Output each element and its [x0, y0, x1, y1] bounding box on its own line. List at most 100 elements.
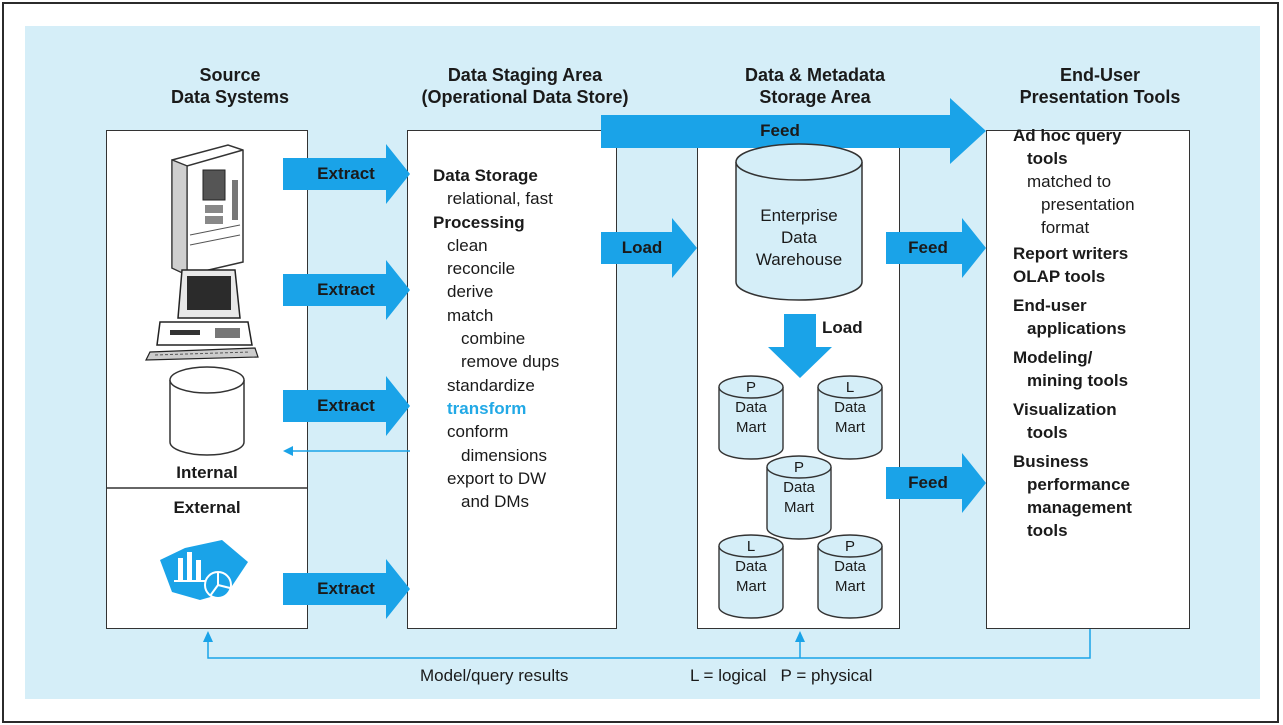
data-mart-line2: Mart [835, 578, 865, 595]
staging-item: standardize [447, 375, 535, 395]
desktop-computer-icon [145, 269, 259, 361]
data-mart-label-4: L Data Mart [719, 537, 783, 597]
tool-item: Business [1013, 452, 1089, 471]
staging-item: reconcile [447, 259, 516, 279]
feed-arrow-2 [886, 453, 986, 513]
data-mart-3 [766, 455, 832, 540]
presentation-tools-box [986, 130, 1190, 629]
tool-item: performance [1027, 475, 1130, 494]
staging-item: export to DW [447, 468, 547, 488]
tool-item: format [1041, 218, 1090, 237]
feed-arrow-top [601, 98, 986, 164]
header-source-line1: Source [199, 65, 261, 85]
warehouse-label-line3: Warehouse [755, 250, 843, 269]
data-mart-label-3: P Data Mart [767, 458, 831, 518]
model-query-results-label: Model/query results [420, 666, 569, 685]
extract-label-2: Extract [317, 280, 375, 299]
tool-item: management [1027, 498, 1132, 517]
internal-label: Internal [176, 463, 238, 482]
load-arrow-1 [601, 218, 697, 278]
header-staging: Data Staging Area (Operational Data Stor… [395, 64, 655, 108]
extract-label-4: Extract [317, 579, 375, 598]
tool-item: applications [1027, 319, 1127, 338]
tool-item: matched to [1027, 172, 1112, 191]
header-source: Source Data Systems [120, 64, 340, 108]
extract-label-1: Extract [317, 164, 375, 183]
tool-item: presentation [1041, 195, 1135, 214]
external-label: External [173, 498, 241, 517]
header-source-line2: Data Systems [170, 87, 290, 107]
extract-label-3: Extract [317, 396, 375, 415]
data-mart-line1: Data [783, 479, 815, 496]
data-mart-line1: Data [735, 399, 767, 416]
data-mart-line2: Mart [835, 419, 865, 436]
staging-item: remove dups [461, 352, 560, 372]
feedback-arrowhead-storage [795, 631, 805, 642]
header-storage: Data & Metadata Storage Area [690, 64, 940, 108]
load-arrow-down [768, 314, 832, 378]
header-presentation-line1: End-User [1059, 65, 1140, 85]
data-mart-tag: L [746, 538, 756, 555]
tool-item: Visualization [1013, 400, 1117, 419]
load-label-down: Load [822, 318, 863, 337]
warehouse-label-line2: Data [781, 228, 817, 247]
tool-item: Report writers [1013, 244, 1129, 263]
feed-label-2: Feed [908, 473, 948, 492]
feedback-arrowhead-source [203, 631, 213, 642]
internal-database-icon [169, 366, 245, 456]
data-mart-cylinders [718, 375, 883, 619]
tool-item: tools [1027, 423, 1068, 442]
extract-arrow-4 [283, 559, 410, 619]
server-icon [171, 144, 244, 276]
header-staging-line1: Data Staging Area [447, 65, 603, 85]
feed-label-top: Feed [760, 121, 800, 140]
extract-arrow-3 [283, 376, 410, 436]
tool-item: tools [1027, 149, 1068, 168]
tool-item: tools [1027, 521, 1068, 540]
data-mart-1 [718, 375, 784, 460]
data-mart-line1: Data [834, 399, 866, 416]
tool-item: OLAP tools [1013, 267, 1106, 286]
staging-item: match [447, 305, 494, 325]
data-mart-tag: P [844, 538, 855, 555]
warehouse-label: Enterprise Data Warehouse [737, 205, 861, 271]
tool-item: End-user [1013, 296, 1087, 315]
staging-item: Processing [433, 212, 525, 232]
data-mart-label-2: L Data Mart [818, 378, 882, 438]
external-data-icon [160, 540, 248, 600]
staging-area-box [407, 130, 617, 629]
data-mart-line1: Data [834, 558, 866, 575]
staging-item: transform [447, 398, 527, 418]
data-mart-tag: P [745, 379, 756, 396]
data-mart-4 [718, 534, 784, 619]
data-mart-label-1: P Data Mart [719, 378, 783, 438]
staging-item: Data Storage [433, 166, 538, 185]
data-mart-line2: Mart [784, 499, 814, 516]
staging-item: conform [447, 422, 509, 442]
data-mart-2 [817, 375, 883, 460]
tool-item: Modeling/ [1013, 348, 1093, 367]
legend-label: L = logical P = physical [690, 666, 873, 685]
header-presentation: End-User Presentation Tools [985, 64, 1215, 108]
staging-item: clean [447, 235, 488, 255]
data-mart-line1: Data [735, 558, 767, 575]
presentation-tools-list: Ad hoc query tools matched to presentation f… [1013, 124, 1135, 542]
extract-arrow-1 [283, 144, 410, 204]
data-mart-line2: Mart [736, 578, 766, 595]
tool-item: Ad hoc query [1013, 126, 1122, 145]
header-presentation-line2: Presentation Tools [1019, 87, 1181, 107]
staging-item: combine [461, 329, 526, 349]
data-mart-tag: P [793, 459, 804, 476]
extract-arrow-2 [283, 260, 410, 320]
model-query-feedback-lines [207, 629, 1091, 659]
data-mart-tag: L [845, 379, 855, 396]
staging-item: and DMs [461, 492, 530, 512]
staging-item: dimensions [461, 445, 547, 465]
data-mart-5 [817, 534, 883, 619]
feed-label-1: Feed [908, 238, 948, 257]
enterprise-warehouse-cylinder [735, 143, 863, 301]
header-staging-line2: (Operational Data Store) [421, 87, 629, 107]
load-label-1: Load [621, 238, 663, 257]
header-storage-line1: Data & Metadata [744, 65, 886, 85]
